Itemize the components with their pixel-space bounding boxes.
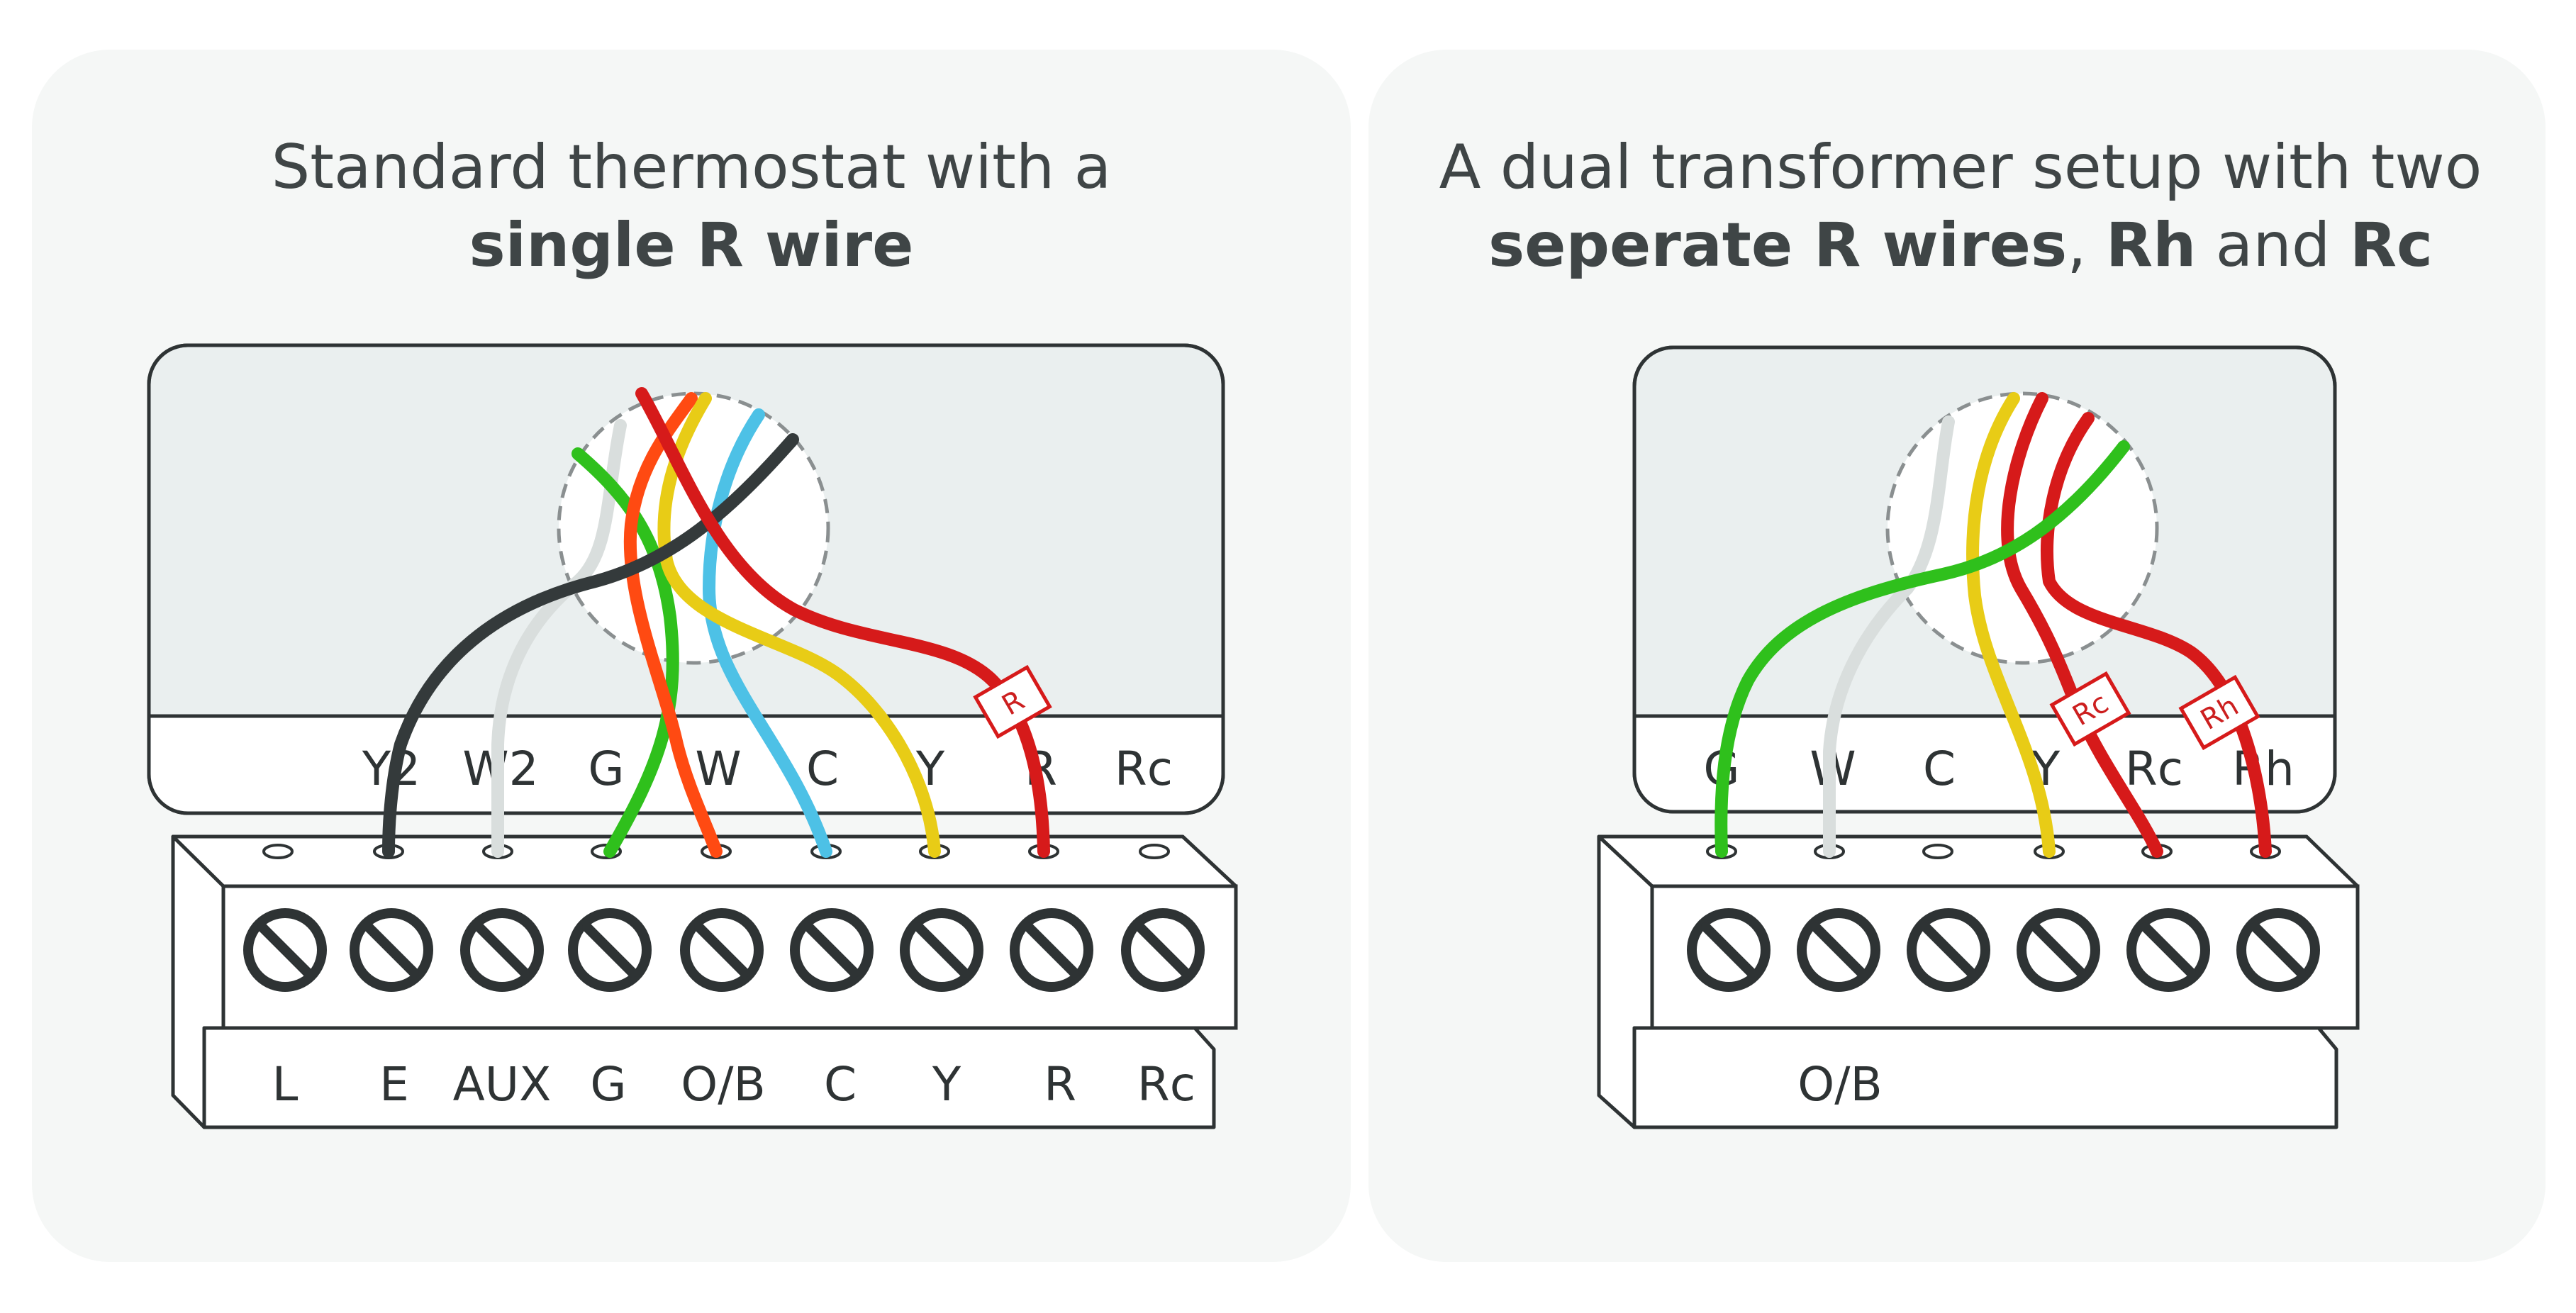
left-wire-green: [571, 447, 679, 858]
screw-icon: [568, 908, 652, 992]
right-wire-red-rc: [2001, 392, 2163, 858]
left-wire-red: [635, 387, 1050, 858]
left-wires: [382, 387, 1050, 858]
screw-icon: [1010, 908, 1093, 992]
left-wire-orange: [623, 392, 723, 858]
screw-icon: [900, 908, 983, 992]
screw-icon: [460, 908, 544, 992]
screw-icon: [1907, 908, 1990, 992]
left-base-label-g: G: [590, 1057, 626, 1112]
left-screws: [243, 908, 1205, 992]
left-base-label-e: E: [379, 1057, 409, 1112]
left-wire-blue: [703, 408, 832, 858]
left-hole-9: [1139, 844, 1170, 859]
right-term-c: C: [1923, 742, 1956, 796]
left-base-label-ob: O/B: [681, 1057, 765, 1112]
left-term-rc: Rc: [1115, 742, 1173, 796]
left-term-g: G: [588, 742, 624, 796]
screw-icon: [1121, 908, 1205, 992]
right-thermostat: [1632, 345, 2337, 814]
left-base-labels: L E AUX G O/B C Y R Rc: [272, 1057, 1195, 1112]
left-wire-yellow: [657, 392, 941, 858]
left-base-label-l: L: [272, 1057, 299, 1112]
left-title-line2: single R wire: [469, 210, 913, 281]
left-base-label-rc: Rc: [1137, 1057, 1195, 1112]
right-screws: [1687, 908, 2320, 992]
left-hole-1: [262, 844, 294, 859]
screw-icon: [2126, 908, 2210, 992]
screw-icon: [680, 908, 764, 992]
right-wire-green: [1714, 440, 2130, 858]
screw-icon: [2236, 908, 2320, 992]
right-term-rc: Rc: [2125, 742, 2183, 796]
screw-icon: [1797, 908, 1880, 992]
right-wires: [1714, 392, 2272, 858]
right-title-line2: seperate R wires, Rh and Rc: [1488, 210, 2433, 281]
screw-icon: [1687, 908, 1771, 992]
screw-icon: [243, 908, 327, 992]
right-wire-red-rh: [2041, 412, 2272, 858]
right-zoom-circle: [1885, 391, 2159, 665]
left-base-label-c: C: [824, 1057, 857, 1112]
left-base-label-aux: AUX: [453, 1057, 552, 1112]
left-base-label-y: Y: [932, 1057, 961, 1112]
right-title-line1: A dual transformer setup with two: [1439, 132, 2482, 203]
screw-icon: [350, 908, 433, 992]
screw-icon: [790, 908, 874, 992]
left-base-label-r: R: [1044, 1057, 1076, 1112]
right-rc-tag: Rc: [2049, 671, 2131, 747]
right-hole-3: [1922, 844, 1953, 859]
left-title-line1: Standard thermostat with a: [272, 132, 1112, 203]
left-term-c: C: [806, 742, 839, 796]
right-base-label-ob: O/B: [1797, 1057, 1882, 1112]
right-wire-yellow: [1966, 392, 2056, 858]
left-term-w: W: [695, 742, 741, 796]
left-r-tag: R: [973, 664, 1052, 739]
screw-icon: [2017, 908, 2100, 992]
right-rh-tag: Rh: [2178, 674, 2260, 751]
